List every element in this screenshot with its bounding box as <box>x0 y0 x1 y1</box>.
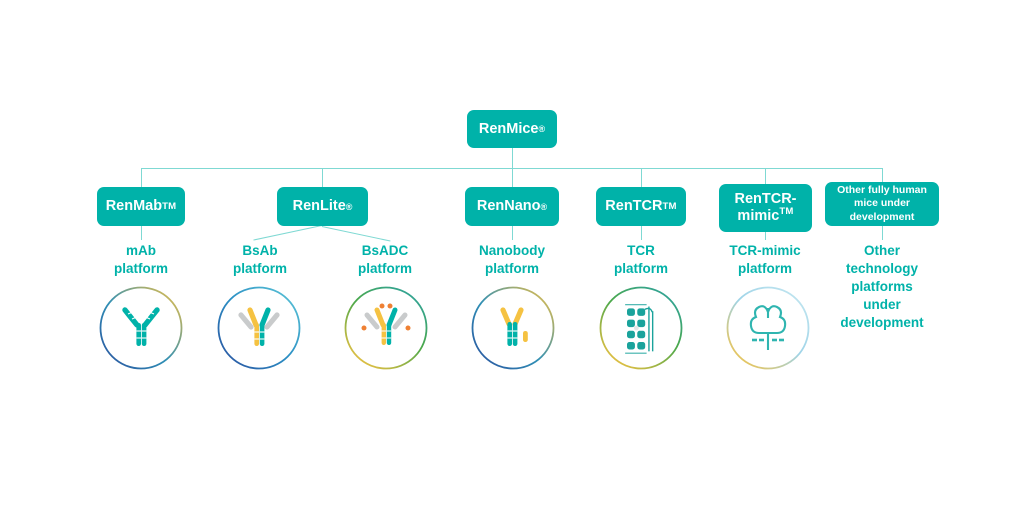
connector-rennano-to-caption <box>512 226 513 240</box>
connector-renlite-to-bsadc <box>321 226 391 242</box>
gradient-ring-nanobody <box>471 286 555 370</box>
node-renmice[interactable]: RenMice® <box>467 110 557 148</box>
connector-bus <box>141 168 882 169</box>
antibody-drug-conjugate-icon <box>361 303 411 345</box>
icon-circle-mab <box>99 286 183 370</box>
node-renmab-label: RenMab <box>105 198 163 215</box>
caption-other-technology-platforms: Other technology platforms under develop… <box>840 243 924 330</box>
node-rentcr-mimic-label: RenTCR- mimicTM <box>734 191 796 225</box>
caption-tcr-mimic-platform: TCR-mimic platform <box>729 243 801 276</box>
icon-circle-bsadc <box>344 286 428 370</box>
icon-circle-nanobody <box>471 286 555 370</box>
node-other-mice-label: Other fully human mice under development <box>837 184 927 223</box>
connector-root-down <box>512 148 513 168</box>
node-rentcr-mimic-text: RenTCR- mimic <box>734 191 797 224</box>
gradient-ring-bsadc <box>344 286 428 370</box>
gradient-ring-tcr <box>599 286 683 370</box>
connector-rentcr-mimic-to-caption <box>765 232 766 240</box>
antibody-icon <box>122 307 160 346</box>
connector-renlite-to-bsab <box>253 225 322 241</box>
connector-renmab-to-caption <box>141 226 142 240</box>
caption-tcr-platform: TCR platform <box>614 243 668 276</box>
connector-drop-other-mice <box>882 168 883 182</box>
node-renlite[interactable]: RenLite® <box>277 187 368 226</box>
caption-bsab-platform: BsAb platform <box>233 243 287 276</box>
node-renlite-label: RenLite <box>292 198 346 215</box>
connector-drop-renmab <box>141 168 142 187</box>
icon-circle-bsab <box>217 286 301 370</box>
node-other-mice[interactable]: Other fully human mice under development <box>825 182 939 226</box>
caption-bsadc-platform: BsADC platform <box>358 243 412 276</box>
node-rentcr-mimic[interactable]: RenTCR- mimicTM <box>719 184 812 232</box>
gradient-ring-bsab <box>217 286 301 370</box>
connector-drop-rentcr <box>641 168 642 187</box>
bispecific-antibody-icon <box>238 307 280 346</box>
connector-drop-rentcr-mimic <box>765 168 766 187</box>
tcr-mimic-icon <box>749 305 787 350</box>
connector-rentcr-to-caption <box>641 226 642 240</box>
icon-circle-tcr-mimic <box>726 286 810 370</box>
trademark-mark-icon: TM <box>779 206 794 218</box>
connector-other-mice-to-caption <box>882 226 883 240</box>
node-rennano-label: RenNano <box>476 198 541 215</box>
node-rennano[interactable]: RenNano® <box>465 187 559 226</box>
node-renmice-label: RenMice <box>478 120 539 137</box>
nanobody-icon <box>500 307 528 346</box>
icon-circle-tcr <box>599 286 683 370</box>
gradient-ring-tcr-mimic <box>726 286 810 370</box>
gradient-ring-mab <box>99 286 183 370</box>
caption-mab-platform: mAb platform <box>114 243 168 276</box>
caption-nanobody-platform: Nanobody platform <box>479 243 545 276</box>
node-rentcr-label: RenTCR <box>605 198 663 215</box>
tcr-locus-icon <box>625 304 654 354</box>
connector-drop-rennano <box>512 168 513 187</box>
connector-drop-renlite <box>322 168 323 187</box>
